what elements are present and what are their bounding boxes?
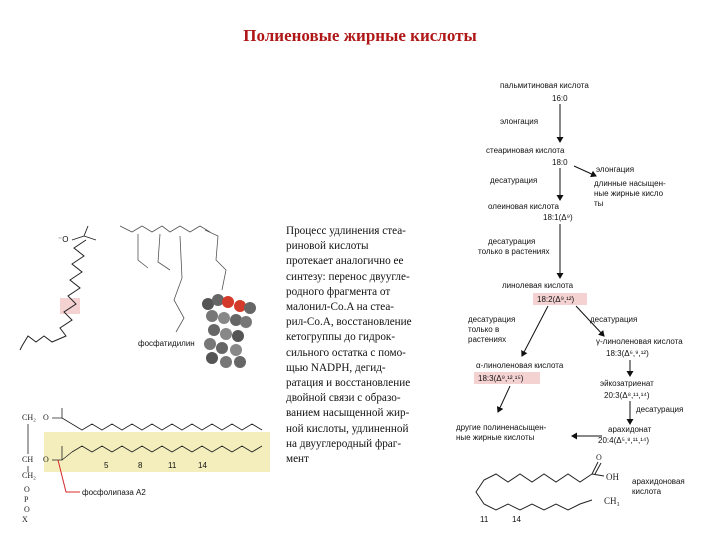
arrow-linoleic-to-alpha — [521, 305, 549, 357]
palmitic-formula: 16:0 — [552, 94, 568, 103]
structure-o-label: O — [596, 453, 602, 462]
other-pufa-line1: другие полиненасыщен- — [456, 423, 547, 432]
glycerol-o3: O — [24, 485, 30, 494]
paragraph-line: ратация и восстановление — [286, 377, 411, 390]
stick-model-branch — [204, 229, 227, 291]
phospholipase-arrow — [57, 459, 80, 493]
ester-carbonyls — [52, 408, 73, 461]
arrow-stearic-elongation — [573, 165, 597, 178]
chain-number-8: 8 — [138, 461, 143, 470]
carboxyl-label: ⁻O — [58, 235, 68, 244]
desaturation-plants2-line2: только в — [468, 325, 499, 334]
long-saturated-line2: ные жирные кисло — [594, 189, 664, 198]
eicosatrienoate-name: эйкозатриенат — [600, 379, 654, 388]
elongation-2-label: элонгация — [596, 165, 634, 174]
structure-ch3-label: CH₃ — [604, 496, 620, 506]
desaturation-1-label: десатурация — [490, 176, 537, 185]
glycerol-o4: O — [24, 505, 30, 514]
stearic-name: стеариновая кислота — [486, 146, 565, 155]
glycerol-o2: O — [43, 455, 49, 464]
linoleic-name: линолевая кислота — [502, 281, 574, 290]
linoleic-highlight — [533, 293, 587, 305]
desaturation-2-label: десатурация — [590, 315, 637, 324]
arachidonic-label-line2: кислота — [632, 487, 662, 496]
upper-acyl-chain — [71, 423, 263, 431]
paragraph-line: малонил-Co.A на стеа- — [286, 301, 395, 314]
desaturation-plants-line1: десатурация — [488, 237, 535, 246]
chain-number-5: 5 — [104, 461, 109, 470]
phospholipase-label: фосфолипаза A2 — [82, 488, 146, 497]
stearic-formula: 18:0 — [552, 158, 568, 167]
linoleic-formula: 18:2(Δ⁹,¹²) — [537, 295, 575, 304]
oleic-formula: 18:1(Δ⁹) — [543, 213, 573, 222]
glycerol-p: P — [24, 495, 29, 504]
arrow-alpha-to-other — [496, 385, 511, 413]
alpha-linolenic-formula: 18:3(Δ⁹,¹²,¹⁵) — [478, 374, 524, 383]
other-pufa-line2: ные жирные кислоты — [456, 433, 535, 442]
arachidonic-acid-structure — [475, 461, 605, 511]
arachidonate-name: арахидонат — [608, 425, 652, 434]
carboxyl-bonds — [71, 225, 97, 241]
long-saturated-line3: ты — [594, 199, 604, 208]
paragraph-line: сильного остатка с помо- — [286, 346, 406, 359]
fatty-acid-chain — [19, 239, 87, 351]
left-molecule-figure: ⁻O фосфатидилин — [19, 225, 270, 524]
glycerol-o1: O — [43, 413, 49, 422]
arachidonic-label-line1: арахидоновая — [632, 477, 685, 486]
chain-number-14: 14 — [198, 461, 207, 470]
long-saturated-line1: длинные насыщен- — [594, 179, 666, 188]
acyl-chain-highlight — [44, 432, 270, 472]
description-paragraph: Процесс удлинения стеа- риновой кислоты … — [286, 224, 446, 467]
phosphatidyl-label: фосфатидилин — [138, 339, 195, 348]
glycerol-ch2-bottom: CH₂ — [22, 471, 36, 480]
glycerol-ch2-top: CH₂ — [22, 413, 36, 422]
chain-number-11: 11 — [168, 461, 177, 470]
paragraph-line: мент — [286, 453, 309, 466]
paragraph-line: протекает аналогично ее — [286, 255, 404, 268]
gamma-linolenic-formula: 18:3(Δ⁶,⁹,¹²) — [606, 349, 649, 358]
glycerol-ch: CH — [22, 455, 33, 464]
elongation-1-label: элонгация — [500, 117, 538, 126]
page-title: Полиеновые жирные кислоты — [243, 26, 477, 45]
desaturation-plants2-line1: десатурация — [468, 315, 515, 324]
pathway-diagram: пальмитиновая кислота 16:0 элонгация сте… — [456, 81, 685, 524]
gamma-linolenic-name: γ-линоленовая кислота — [596, 337, 683, 346]
structure-number-14: 14 — [512, 515, 521, 524]
desaturation-plants-line2: только в растениях — [478, 247, 550, 256]
structure-number-11: 11 — [480, 515, 489, 524]
glycerol-x: X — [22, 515, 28, 524]
paragraph-line: риновой кислоты — [286, 240, 369, 253]
stick-model — [119, 225, 211, 333]
structure-oh-label: OH — [606, 472, 619, 482]
oleic-name: олеиновая кислота — [488, 202, 559, 211]
desaturation-3-label: десатурация — [636, 405, 683, 414]
desaturation-plants2-line3: растениях — [468, 335, 506, 344]
paragraph-line: родного фрагмента от — [286, 285, 391, 298]
paragraph-line: рил-Co.A, восстановление — [286, 316, 412, 329]
paragraph-line: кетогруппы до гидрок- — [286, 331, 396, 344]
paragraph-line: Процесс удлинения стеа- — [286, 225, 406, 237]
lower-acyl-chain — [71, 445, 263, 453]
arachidonate-formula: 20:4(Δ⁵,⁸,¹¹,¹⁴) — [598, 436, 649, 445]
palmitic-name: пальмитиновая кислота — [500, 81, 589, 90]
paragraph-line: на двууглеродный фраг- — [286, 437, 402, 450]
pink-highlight — [60, 298, 80, 314]
alpha-linolenic-name: α-линоленовая кислота — [476, 361, 564, 370]
paragraph-line: ной кислоты, удлиненной — [286, 422, 409, 435]
paragraph-line: щью NADPH, дегид- — [286, 361, 386, 374]
space-filling-model — [202, 294, 256, 368]
paragraph-line: синтезу: перенос двуугле- — [286, 270, 410, 283]
paragraph-line: двойной связи с образо- — [286, 392, 401, 405]
arrow-linoleic-to-gamma — [575, 305, 605, 337]
paragraph-line: ванием насыщенной жир- — [286, 407, 410, 420]
eicosatrienoate-formula: 20:3(Δ⁸,¹¹,¹⁴) — [604, 391, 650, 400]
alpha-linolenic-highlight — [474, 372, 540, 384]
